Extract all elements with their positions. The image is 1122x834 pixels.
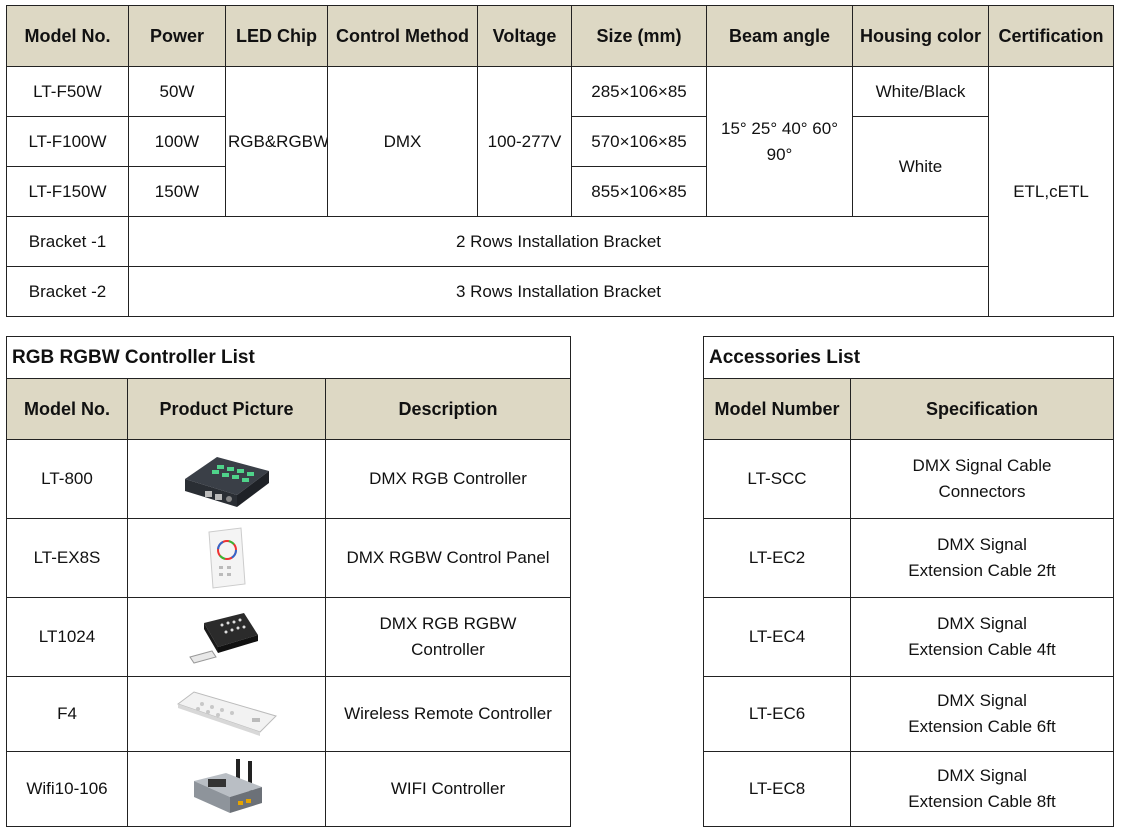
picture-cell xyxy=(127,676,326,752)
spec-cell: DMX Signal Extension Cable 8ft xyxy=(850,751,1114,827)
power-cell: 50W xyxy=(128,66,226,117)
table-row: LT-EC8 DMX Signal Extension Cable 8ft xyxy=(703,751,1114,827)
dmx-controller-box-image xyxy=(184,457,269,507)
table-row: Bracket -1 2 Rows Installation Bracket xyxy=(6,216,1114,267)
bracket-description-cell: 2 Rows Installation Bracket xyxy=(128,216,989,267)
spec-cell: DMX Signal Cable Connectors xyxy=(850,439,1114,519)
size-cell: 570×106×85 xyxy=(571,116,707,167)
model-cell: LT-F50W xyxy=(6,66,129,117)
description-cell: WIFI Controller xyxy=(325,751,571,827)
model-cell: LT-F100W xyxy=(6,116,129,167)
header-size: Size (mm) xyxy=(571,5,707,67)
housing-color-cell: White/Black xyxy=(852,66,989,117)
controller-with-remote-image xyxy=(188,613,258,664)
controller-list-title: RGB RGBW Controller List xyxy=(6,336,571,379)
table-row: F4 Wireless Remote Controller xyxy=(6,676,571,752)
table-row: LT-800 DMX RGB Controller xyxy=(6,439,571,519)
description-cell: DMX RGB Controller xyxy=(325,439,571,519)
model-cell: LT-SCC xyxy=(703,439,851,519)
model-cell: LT-F150W xyxy=(6,166,129,217)
header-product-picture: Product Picture xyxy=(127,378,326,440)
bracket-model-cell: Bracket -1 xyxy=(6,216,129,267)
voltage-cell: 100-277V xyxy=(477,66,572,217)
accessories-list-table: Accessories List Model Number Specificat… xyxy=(703,336,1114,827)
table-row: LT1024 DMX RGB RGBW Controller xyxy=(6,597,571,677)
header-beam-angle: Beam angle xyxy=(706,5,853,67)
table-row: LT-EX8S DMX RGBW Control Panel xyxy=(6,518,571,598)
size-cell: 285×106×85 xyxy=(571,66,707,117)
header-model-number: Model Number xyxy=(703,378,851,440)
header-control-method: Control Method xyxy=(327,5,478,67)
picture-cell xyxy=(127,518,326,598)
header-housing-color: Housing color xyxy=(852,5,989,67)
controller-list-table: RGB RGBW Controller List Model No. Produ… xyxy=(6,336,571,827)
model-cell: LT-EC2 xyxy=(703,518,851,598)
wireless-remote-image xyxy=(176,691,277,736)
header-model-no: Model No. xyxy=(6,5,129,67)
model-cell: LT-800 xyxy=(6,439,128,519)
header-certification: Certification xyxy=(988,5,1114,67)
housing-color-cell: White xyxy=(852,116,989,217)
header-specification: Specification xyxy=(850,378,1114,440)
table-row: LT-F150W 150W 855×106×85 xyxy=(6,166,1114,217)
header-model-no: Model No. xyxy=(6,378,128,440)
wall-control-panel-image xyxy=(207,527,246,589)
description-cell: DMX RGBW Control Panel xyxy=(325,518,571,598)
table-row: LT-EC4 DMX Signal Extension Cable 4ft xyxy=(703,597,1114,677)
header-voltage: Voltage xyxy=(477,5,572,67)
description-cell: DMX RGB RGBW Controller xyxy=(325,597,571,677)
led-chip-cell: RGB&RGBW xyxy=(225,66,328,217)
controller-header-row: Model No. Product Picture Description xyxy=(6,378,571,440)
model-cell: LT1024 xyxy=(6,597,128,677)
table-row: LT-SCC DMX Signal Cable Connectors xyxy=(703,439,1114,519)
table-row: Wifi10-106 WIFI Controller xyxy=(6,751,571,827)
model-cell: LT-EX8S xyxy=(6,518,128,598)
picture-cell xyxy=(127,597,326,677)
bracket-description-cell: 3 Rows Installation Bracket xyxy=(128,266,989,317)
power-cell: 150W xyxy=(128,166,226,217)
model-cell: F4 xyxy=(6,676,128,752)
header-power: Power xyxy=(128,5,226,67)
size-cell: 855×106×85 xyxy=(571,166,707,217)
table-row: LT-F100W 100W 570×106×85 White xyxy=(6,116,1114,217)
accessories-header-row: Model Number Specification xyxy=(703,378,1114,440)
wifi-controller-image xyxy=(193,759,262,813)
table-row: LT-F50W 50W RGB&RGBW DMX 100-277V 285×10… xyxy=(6,66,1114,317)
table-row: LT-EC6 DMX Signal Extension Cable 6ft xyxy=(703,676,1114,752)
header-description: Description xyxy=(325,378,571,440)
description-cell: Wireless Remote Controller xyxy=(325,676,571,752)
picture-cell xyxy=(127,439,326,519)
model-cell: LT-EC8 xyxy=(703,751,851,827)
spec-table: Model No. Power LED Chip Control Method … xyxy=(6,5,1114,317)
control-method-cell: DMX xyxy=(327,66,478,217)
model-cell: Wifi10-106 xyxy=(6,751,128,827)
beam-angle-cell: 15° 25° 40° 60° 90° xyxy=(706,66,853,217)
table-row: Bracket -2 3 Rows Installation Bracket xyxy=(6,266,1114,317)
accessories-list-title: Accessories List xyxy=(703,336,1114,379)
spec-cell: DMX Signal Extension Cable 4ft xyxy=(850,597,1114,677)
bracket-model-cell: Bracket -2 xyxy=(6,266,129,317)
header-led-chip: LED Chip xyxy=(225,5,328,67)
model-cell: LT-EC6 xyxy=(703,676,851,752)
certification-cell: ETL,cETL xyxy=(988,66,1114,317)
spec-cell: DMX Signal Extension Cable 6ft xyxy=(850,676,1114,752)
spec-cell: DMX Signal Extension Cable 2ft xyxy=(850,518,1114,598)
picture-cell xyxy=(127,751,326,827)
table-row: LT-EC2 DMX Signal Extension Cable 2ft xyxy=(703,518,1114,598)
model-cell: LT-EC4 xyxy=(703,597,851,677)
power-cell: 100W xyxy=(128,116,226,167)
spec-header-row: Model No. Power LED Chip Control Method … xyxy=(6,5,1114,67)
